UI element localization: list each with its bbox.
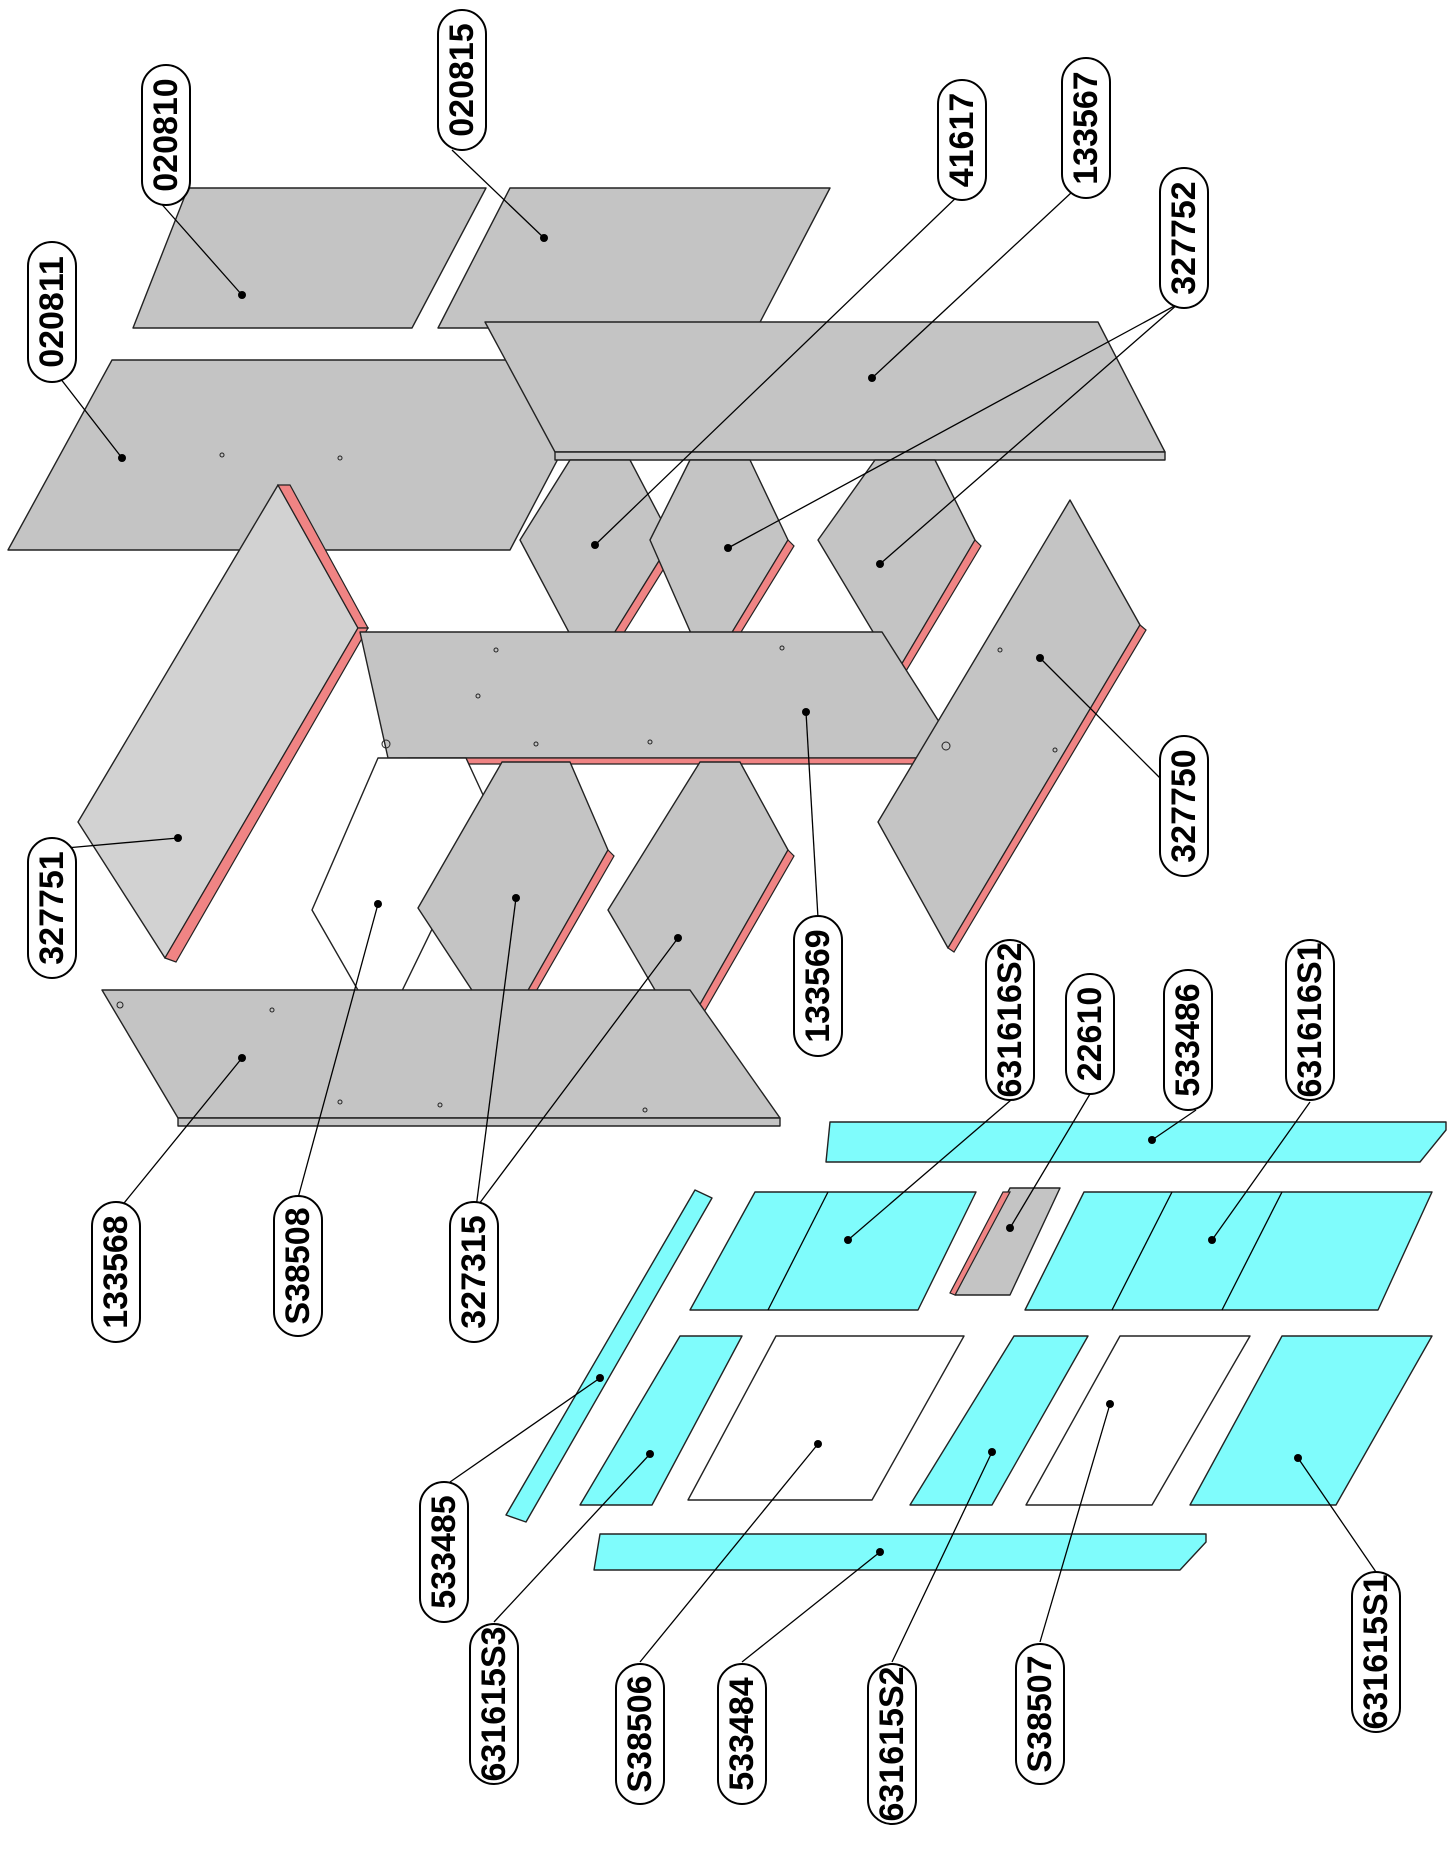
callout-631616S1: 631616S1 xyxy=(1285,939,1335,1101)
panel-020810 xyxy=(132,187,487,329)
svg-text:327750: 327750 xyxy=(1165,749,1203,862)
callout-133569: 133569 xyxy=(793,915,843,1057)
panel-631615S1 xyxy=(1189,1335,1433,1506)
callout-133567: 133567 xyxy=(1061,57,1111,199)
panel-631615S2 xyxy=(909,1335,1089,1506)
callout-020810: 020810 xyxy=(141,64,191,206)
panel-631616S2 xyxy=(689,1191,977,1311)
callout-133568: 133568 xyxy=(91,1201,141,1343)
svg-text:020811: 020811 xyxy=(33,256,71,368)
svg-text:533485: 533485 xyxy=(425,1495,463,1608)
callout-41617: 41617 xyxy=(937,79,987,201)
callout-22610: 22610 xyxy=(1065,973,1115,1095)
callout-327315: 327315 xyxy=(449,1201,499,1343)
panel-631615S3 xyxy=(579,1335,743,1506)
svg-text:327752: 327752 xyxy=(1165,181,1203,294)
callout-533486: 533486 xyxy=(1163,969,1213,1111)
rail-533484 xyxy=(593,1533,1207,1571)
svg-text:631615S3: 631615S3 xyxy=(475,1626,513,1781)
callout-327751: 327751 xyxy=(27,837,77,979)
panel-133569-edge xyxy=(407,757,963,765)
svg-text:22610: 22610 xyxy=(1071,987,1109,1082)
panel-S38507 xyxy=(1025,1335,1251,1506)
panel-133568 xyxy=(101,989,781,1119)
panel-327750-edge xyxy=(947,624,1147,953)
panel-020811 xyxy=(7,359,611,551)
callout-327752: 327752 xyxy=(1159,167,1209,309)
panel-S38506 xyxy=(687,1335,965,1501)
panel-22610-edge xyxy=(949,1191,1012,1296)
callout-labels: 020810 020815 41617 133567 327752 020811… xyxy=(27,9,1401,1825)
svg-text:020815: 020815 xyxy=(443,23,481,136)
svg-text:631616S2: 631616S2 xyxy=(991,942,1029,1097)
rail-533486 xyxy=(825,1121,1447,1163)
panel-133567-edge xyxy=(554,451,1166,461)
leader-dots xyxy=(118,234,1302,1556)
callout-S38507: S38507 xyxy=(1015,1643,1065,1785)
svg-text:631616S1: 631616S1 xyxy=(1291,942,1329,1097)
svg-text:133567: 133567 xyxy=(1067,71,1105,184)
callout-S38508: S38508 xyxy=(273,1195,323,1337)
fold-2 xyxy=(1221,1191,1283,1311)
callout-631615S2: 631615S2 xyxy=(867,1663,917,1825)
callout-631615S1: 631615S1 xyxy=(1351,1571,1401,1733)
panel-133569 xyxy=(359,631,963,759)
callout-533484: 533484 xyxy=(717,1663,767,1805)
svg-text:533486: 533486 xyxy=(1169,983,1207,1096)
callout-631615S3: 631615S3 xyxy=(469,1623,519,1785)
panel-631616S2-fold xyxy=(767,1191,829,1311)
cyan-panels xyxy=(505,1121,1447,1571)
callout-020815: 020815 xyxy=(437,9,487,151)
fold-1 xyxy=(1111,1191,1173,1311)
panel-133568-edge xyxy=(177,1117,781,1127)
svg-text:S38507: S38507 xyxy=(1021,1655,1059,1772)
gray-panels xyxy=(7,187,1166,1127)
panel-020815 xyxy=(437,187,831,329)
svg-text:133569: 133569 xyxy=(799,929,837,1042)
svg-text:41617: 41617 xyxy=(943,93,981,188)
svg-text:S38508: S38508 xyxy=(279,1207,317,1324)
panel-327751-edge-long xyxy=(164,627,370,963)
svg-text:631615S2: 631615S2 xyxy=(873,1666,911,1821)
rail-533485 xyxy=(505,1189,713,1523)
svg-text:327315: 327315 xyxy=(455,1215,493,1328)
svg-text:533484: 533484 xyxy=(723,1677,761,1791)
svg-text:020810: 020810 xyxy=(147,78,185,191)
panel-holes xyxy=(116,452,1058,1113)
callout-631616S2: 631616S2 xyxy=(985,939,1035,1101)
callout-S38506: S38506 xyxy=(615,1663,665,1805)
svg-text:631615S1: 631615S1 xyxy=(1357,1574,1395,1729)
callout-327750: 327750 xyxy=(1159,735,1209,877)
svg-text:133568: 133568 xyxy=(97,1215,135,1328)
svg-text:S38506: S38506 xyxy=(621,1675,659,1792)
panel-133567 xyxy=(484,321,1166,453)
svg-text:327751: 327751 xyxy=(33,851,71,964)
leader-lines xyxy=(59,149,1377,1663)
panel-631616S1 xyxy=(1024,1191,1433,1311)
callout-020811: 020811 xyxy=(27,241,77,383)
callout-533485: 533485 xyxy=(419,1481,469,1623)
